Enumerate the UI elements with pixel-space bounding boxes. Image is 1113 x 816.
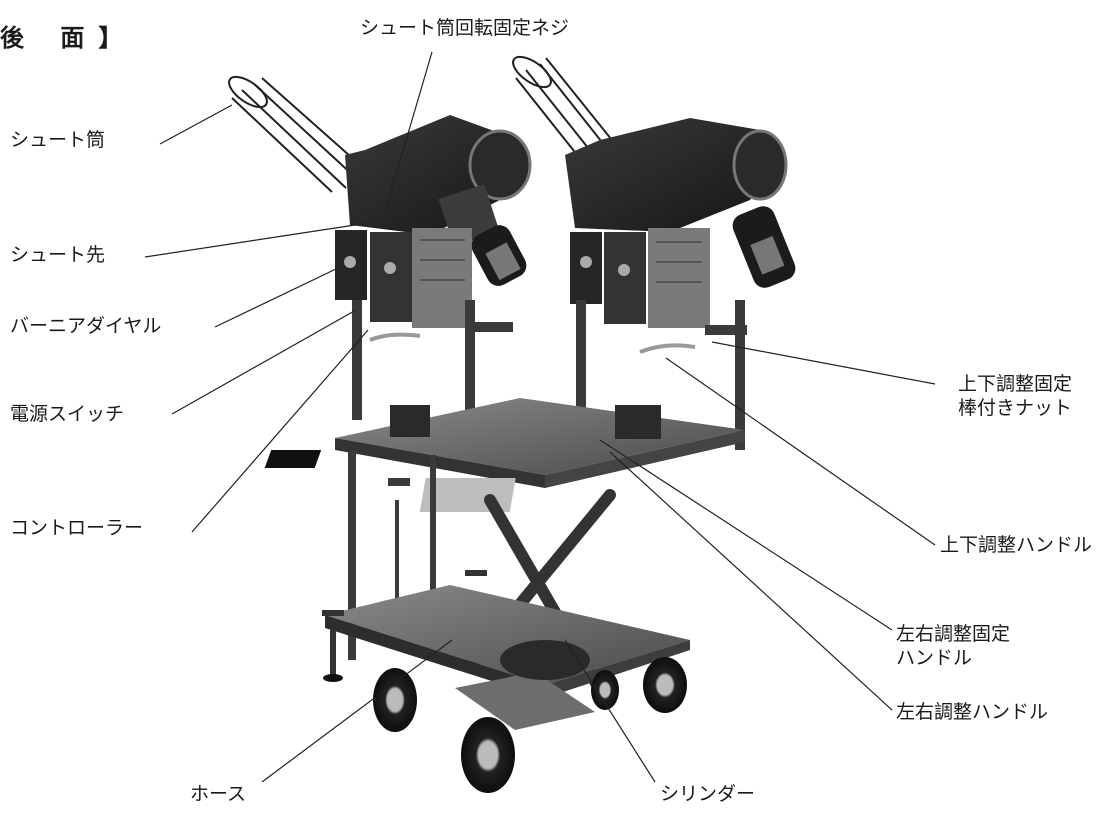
label-lr-handle: 左右調整ハンドル xyxy=(896,701,1049,723)
label-ud-handle: 上下調整ハンドル xyxy=(940,534,1093,556)
label-ud-fix-nut: 上下調整固定 棒付きナット xyxy=(958,373,1073,419)
label-vernier-dial: バーニアダイヤル xyxy=(10,315,162,337)
label-controller: コントローラー xyxy=(10,517,144,539)
label-power-switch: 電源スイッチ xyxy=(10,403,125,425)
deck xyxy=(264,398,745,512)
leader-lines xyxy=(144,51,936,783)
label-cylinder: シリンダー xyxy=(660,783,756,805)
label-chute-tube: シュート筒 xyxy=(10,129,106,151)
label-chute-tip: シュート先 xyxy=(10,244,106,266)
left-control-box xyxy=(335,228,472,328)
wheels xyxy=(373,657,687,793)
label-hose: ホース xyxy=(190,783,247,805)
page-title: 後 面】 xyxy=(0,24,137,52)
base-frame xyxy=(322,570,690,730)
right-control-box xyxy=(570,228,710,328)
left-frame xyxy=(352,300,513,420)
label-chute-rotation-screw: シュート筒回転固定ネジ xyxy=(360,17,570,39)
right-wheel-housing xyxy=(565,118,796,288)
label-lr-fix-handle: 左右調整固定 ハンドル xyxy=(896,623,1011,669)
right-frame xyxy=(576,300,747,450)
left-post xyxy=(348,450,436,660)
